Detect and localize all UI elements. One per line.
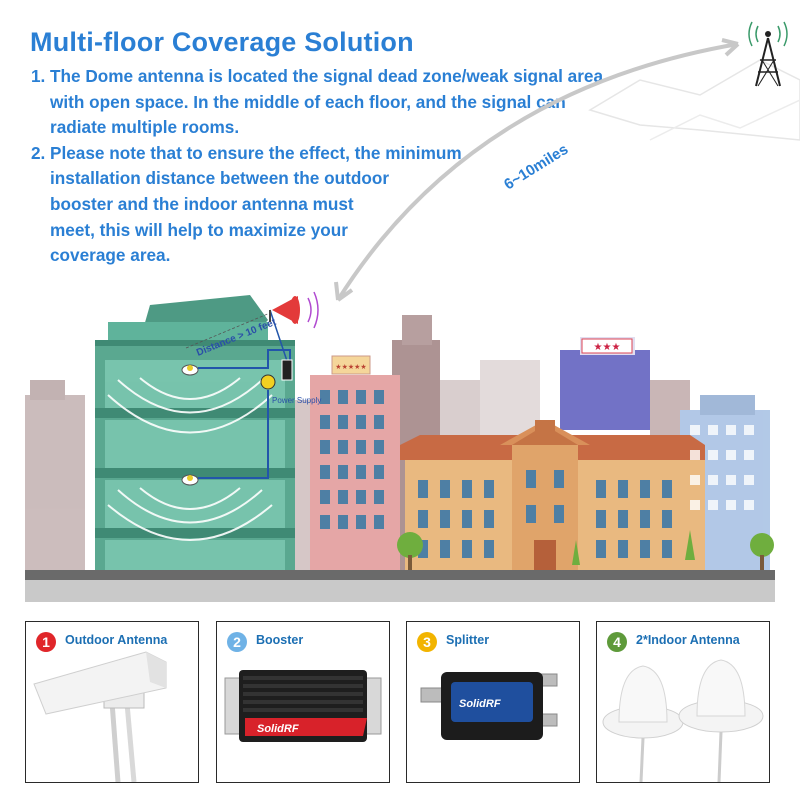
number-badge: 1 [36, 632, 56, 652]
splitter-icon: SolidRF [420, 672, 558, 740]
step-number: 2. [31, 142, 46, 163]
step-line: booster and the indoor antenna must [50, 193, 354, 214]
main-building: Distance > 10 feet Power Supply [95, 295, 321, 580]
dome-antenna-icon [602, 659, 764, 782]
instruction-step-1: 1. The Dome antenna is located the signa… [31, 64, 610, 141]
outdoor-antenna-icon [33, 651, 167, 782]
city-illustration: 6~10miles ★★★ ★★★★★ [25, 21, 800, 602]
step-line: Please note that to ensure the effect, t… [50, 142, 462, 163]
number-badge: 3 [417, 632, 437, 652]
brand-label: SolidRF [459, 698, 501, 710]
classical-building [400, 420, 705, 575]
hotel-sign: ★★★ [594, 342, 621, 353]
number-badge: 4 [607, 632, 627, 652]
step-line: coverage area. [50, 245, 171, 266]
step-text: The Dome antenna is located the signal d… [50, 66, 604, 138]
dome-antenna-icon [181, 364, 199, 376]
cell-tower-icon [748, 21, 788, 87]
instructions: 1. The Dome antenna is located the signa… [31, 64, 610, 269]
component-panel-outdoor-antenna: 1 Outdoor Antenna [25, 621, 199, 783]
shop-sign: ★★★★★ [335, 363, 366, 371]
power-supply-label: Power Supply [272, 396, 321, 405]
component-label: Booster [256, 633, 304, 647]
component-panel-splitter: 3 Splitter SolidRF [406, 621, 580, 783]
booster-icon: SolidRF [224, 670, 382, 742]
step-line: meet, this will help to maximize your [50, 219, 348, 240]
outdoor-antenna-icon [269, 291, 319, 329]
step-number: 1. [31, 66, 46, 86]
distance-label: 6~10miles [501, 141, 571, 194]
brand-label: SolidRF [257, 723, 299, 735]
component-label: Splitter [446, 633, 490, 647]
ground [25, 580, 775, 602]
trees [397, 530, 774, 573]
number-badge: 2 [227, 632, 247, 652]
step-line: installation distance between the outdoo… [50, 168, 390, 189]
component-panel-indoor-antenna: 4 2*Indoor Antenna [596, 621, 770, 783]
dome-antenna-icon [181, 474, 199, 486]
component-panel-booster: 2 Booster SolidRF [216, 621, 390, 783]
instruction-step-2: 2. Please note that to ensure the effect… [31, 141, 490, 269]
component-label: Outdoor Antenna [65, 633, 168, 647]
component-label: 2*Indoor Antenna [636, 633, 740, 647]
page-title: Multi-floor Coverage Solution [30, 27, 414, 57]
